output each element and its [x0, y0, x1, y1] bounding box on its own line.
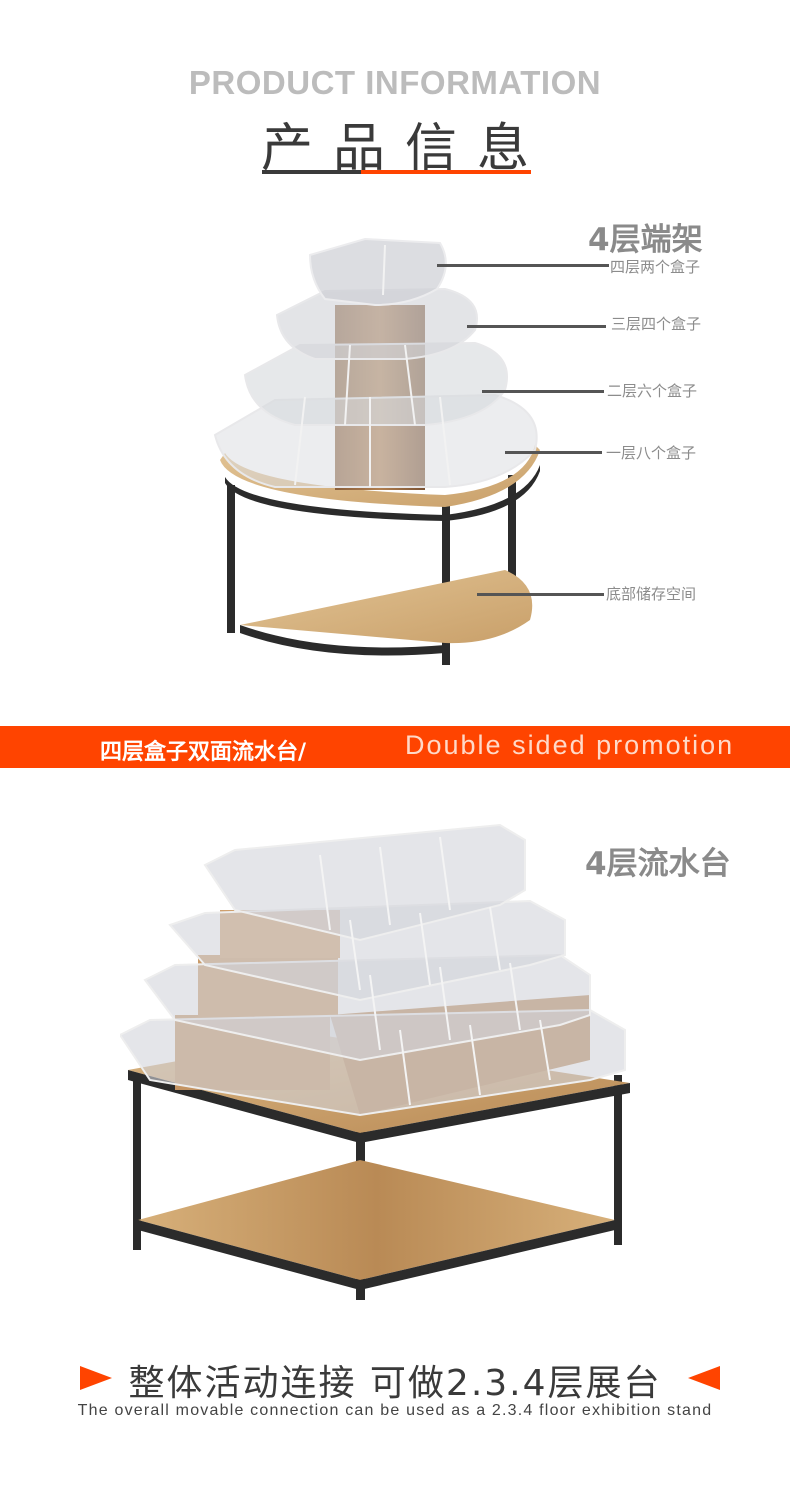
banner-title-en: Double sided promotion	[405, 730, 735, 760]
callout-line-tier3	[467, 325, 606, 328]
callout-line-tier1	[505, 451, 602, 454]
callout-line-tier2	[482, 390, 604, 393]
callout-storage: 底部储存空间	[606, 585, 697, 603]
footer-title-cn: 整体活动连接 可做2.3.4层展台	[128, 1363, 662, 1404]
section-banner	[0, 726, 790, 768]
banner-title-cn: 四层盒子双面流水台/	[100, 740, 307, 765]
product2-image	[120, 815, 640, 1315]
footer-subtitle-en: The overall movable connection can be us…	[77, 1402, 713, 1419]
callout-tier4: 四层两个盒子	[610, 258, 701, 276]
callout-line-storage	[477, 593, 604, 596]
product1-title: 4层端架	[588, 222, 703, 258]
triangle-left-icon	[688, 1366, 720, 1390]
header-underline-dark	[262, 170, 361, 174]
callout-tier2: 二层六个盒子	[607, 382, 698, 400]
header-underline-accent	[361, 170, 531, 174]
product2-title: 4层流水台	[585, 846, 731, 882]
callout-tier1: 一层八个盒子	[606, 444, 697, 462]
header-title-cn: 产品信息	[260, 119, 549, 179]
product1-image	[205, 225, 555, 675]
callout-tier3: 三层四个盒子	[611, 315, 702, 333]
triangle-right-icon	[80, 1366, 112, 1390]
callout-line-tier4	[437, 264, 609, 267]
header-title-en: PRODUCT INFORMATION	[188, 64, 602, 101]
